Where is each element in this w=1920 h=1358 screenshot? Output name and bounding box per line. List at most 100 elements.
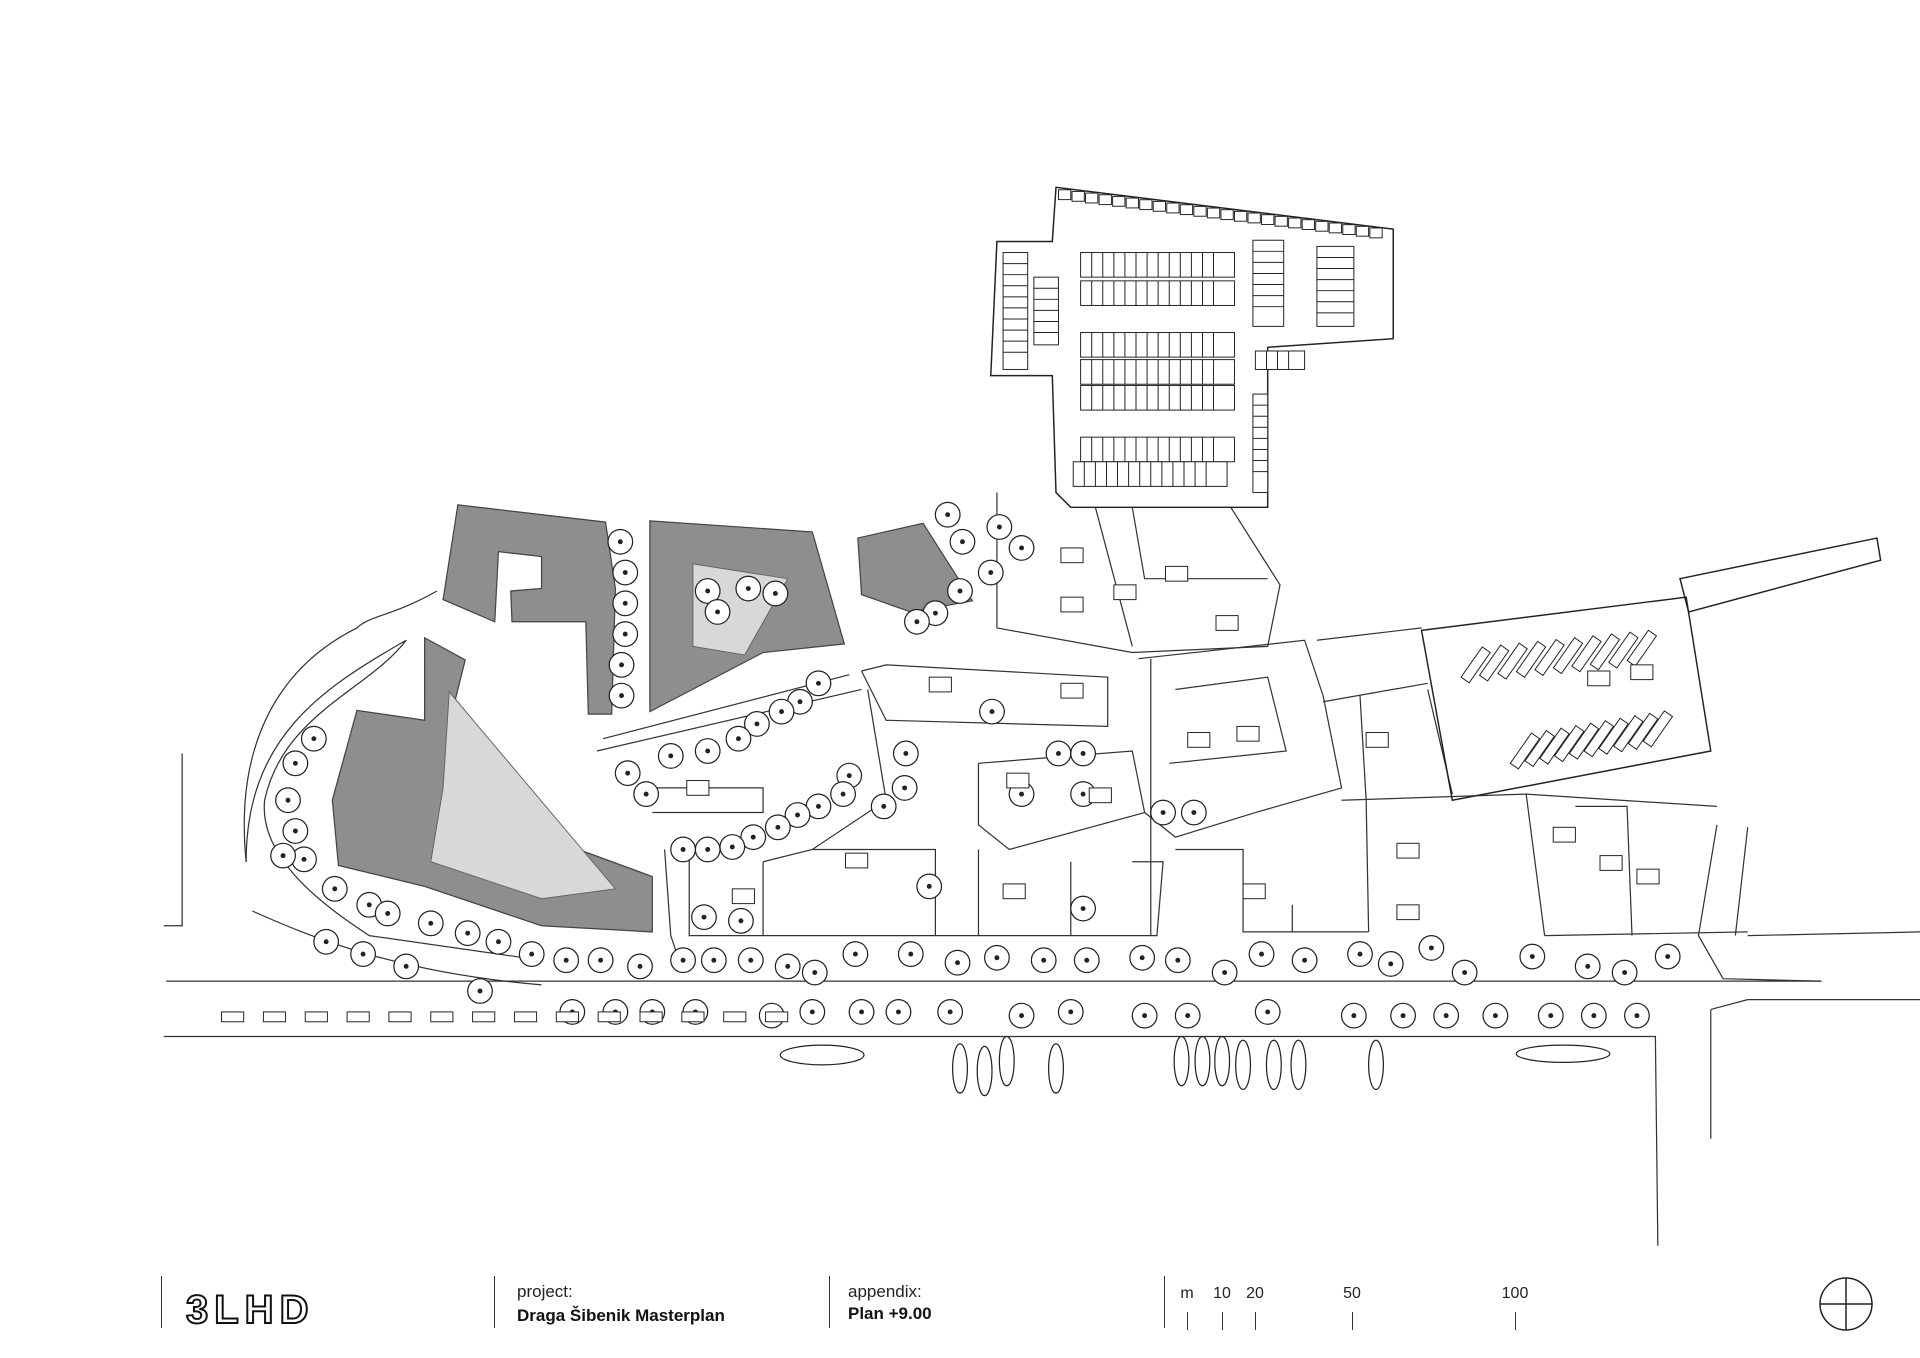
- scale-tick-label: 100: [1501, 1285, 1529, 1302]
- tree-trunk: [292, 760, 298, 766]
- parking-row: [1254, 350, 1306, 370]
- tree-trunk: [619, 662, 624, 668]
- tree-trunk: [1142, 1013, 1148, 1019]
- tree-trunk: [332, 886, 338, 892]
- tree-trunk: [1665, 954, 1671, 960]
- tree-trunk: [1591, 1013, 1597, 1019]
- parking-stall: [1125, 197, 1139, 209]
- tree-trunk: [914, 619, 920, 625]
- boat: [1290, 1039, 1307, 1091]
- parking-stall: [1098, 194, 1112, 206]
- tree-trunk: [1084, 957, 1090, 963]
- tree-trunk: [366, 902, 372, 908]
- boat-trailer: [1497, 642, 1528, 680]
- parking-garage-outline: [989, 186, 1394, 509]
- furniture-block: [1006, 772, 1030, 789]
- kiosk: [346, 1011, 370, 1023]
- furniture-block: [1060, 682, 1084, 699]
- parking-row: [1033, 276, 1059, 346]
- appendix-label: appendix:: [848, 1282, 922, 1301]
- scale-tick-label: 20: [1246, 1285, 1264, 1302]
- tree-trunk: [280, 853, 286, 859]
- parking-stall: [1342, 224, 1356, 236]
- parking-row: [1080, 384, 1235, 411]
- north-arrow-icon: [1819, 1277, 1873, 1331]
- tree-trunk: [859, 1009, 864, 1015]
- tree-trunk: [1302, 957, 1308, 963]
- tree-trunk: [816, 680, 821, 686]
- parking-row: [1080, 359, 1235, 385]
- scale-unit: m: [1180, 1285, 1194, 1302]
- tree-trunk: [428, 920, 434, 926]
- kiosk: [304, 1011, 328, 1023]
- tree-trunk: [563, 957, 569, 963]
- furniture-block: [1242, 883, 1266, 900]
- tree-trunk: [736, 736, 741, 742]
- parking-stall: [1139, 199, 1153, 211]
- tree-trunk: [1160, 810, 1166, 816]
- parking-stall: [1166, 202, 1180, 214]
- tree-trunk: [797, 699, 803, 705]
- tree-trunk: [1139, 955, 1145, 961]
- tree-trunk: [1351, 1013, 1357, 1019]
- tree-trunk: [1634, 1013, 1640, 1019]
- tree-trunk: [840, 791, 846, 797]
- title-divider: [829, 1276, 830, 1328]
- tree-trunk: [617, 539, 623, 545]
- tree-trunk: [908, 951, 914, 957]
- tree-trunk: [403, 963, 409, 969]
- tree-trunk: [775, 824, 781, 830]
- boat: [1265, 1039, 1282, 1091]
- tree-trunk: [477, 988, 483, 994]
- tree-trunk: [301, 856, 307, 862]
- furniture-block: [1552, 826, 1576, 843]
- tree-trunk: [785, 963, 791, 969]
- tree-trunk: [1041, 957, 1047, 963]
- tree-trunk: [1259, 951, 1265, 957]
- tree-trunk: [680, 847, 686, 852]
- furniture-block: [1365, 732, 1389, 748]
- scale-tick: [1222, 1312, 1223, 1330]
- kiosk: [723, 1011, 747, 1023]
- boat-trailer: [1553, 724, 1585, 763]
- parking-row: [1072, 461, 1228, 487]
- boat: [1368, 1039, 1384, 1091]
- furniture-block: [1088, 787, 1112, 804]
- project-label: project:: [517, 1282, 573, 1301]
- tree-trunk: [622, 600, 628, 606]
- boat-trailer: [1608, 631, 1639, 669]
- tree-trunk: [932, 610, 938, 616]
- furniture-block: [1630, 664, 1654, 681]
- furniture-block: [1165, 565, 1189, 582]
- tree-trunk: [1185, 1013, 1191, 1019]
- furniture-block: [1587, 670, 1611, 687]
- parking-stall: [1274, 215, 1288, 227]
- project-value: Draga Šibenik Masterplan: [517, 1306, 725, 1325]
- parking-row: [1080, 436, 1235, 463]
- furniture-block: [928, 676, 952, 693]
- title-divider: [1164, 1276, 1165, 1328]
- boat-trailer: [1627, 712, 1659, 750]
- tree-trunk: [1019, 791, 1024, 797]
- parking-stall: [1369, 227, 1383, 239]
- furniture-block: [1113, 584, 1137, 601]
- tree-trunk: [881, 803, 887, 809]
- boat-trailer: [1589, 633, 1621, 671]
- furniture-block: [845, 852, 869, 869]
- kiosk: [765, 1011, 789, 1023]
- courtyard-west: [430, 690, 617, 900]
- tree-trunk: [1019, 545, 1024, 551]
- furniture-block: [1636, 868, 1660, 885]
- tree-trunk: [1222, 970, 1228, 976]
- boat: [1515, 1044, 1611, 1064]
- tree-trunk: [745, 586, 751, 592]
- scale-tick-label: 50: [1343, 1285, 1361, 1302]
- tree-trunk: [1357, 951, 1363, 957]
- boat-trailer: [1583, 720, 1615, 758]
- title-divider: [161, 1276, 162, 1328]
- tree-trunk: [738, 918, 744, 924]
- tree-trunk: [360, 951, 366, 957]
- boat-trailer: [1626, 629, 1658, 667]
- tree-trunk: [1080, 791, 1086, 797]
- tree-trunk: [846, 773, 852, 779]
